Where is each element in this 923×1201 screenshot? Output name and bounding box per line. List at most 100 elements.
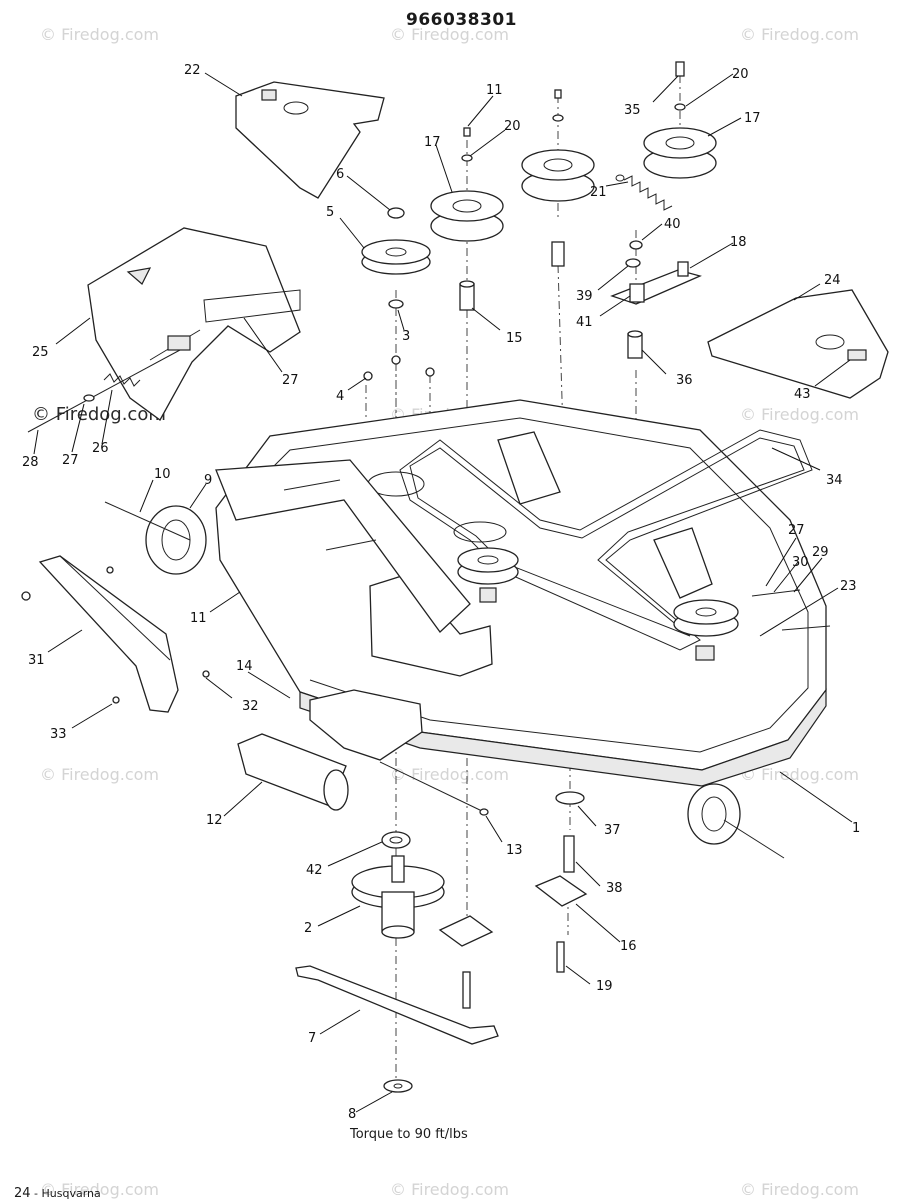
deck-center-pulley [457,547,519,603]
watermark-top-right: © Firedog.com [740,25,859,44]
callout-24: 24 [824,273,841,288]
part-number-title: 966038301 [406,10,517,30]
part-24-right-shield [707,289,889,399]
callout-32: 32 [242,699,259,714]
part-15-spacer [459,280,475,311]
callout-8: 8 [348,1107,356,1122]
callout-31: 31 [28,653,45,668]
watermark-dark: © Firedog.com [32,404,166,425]
leader-lines [33,72,853,1113]
callout-34: 34 [826,473,843,488]
part-17-idler-pulley-right [643,61,717,179]
part-18-bracket [610,240,702,305]
callout-21: 21 [590,185,607,200]
callout-3: 3 [402,329,410,344]
part-plate-center [438,915,494,1009]
watermark-bottom-left: © Firedog.com [40,1180,159,1199]
deck-belt-guards [215,431,713,677]
part-12-roller [237,733,349,811]
part-19-bolt [556,941,565,973]
callout-36: 36 [676,373,693,388]
callout-20-right: 20 [732,67,749,82]
watermark-low-left: © Firedog.com [40,765,159,784]
callout-43: 43 [794,387,811,402]
part-21-spring [615,174,673,211]
callout-1: 1 [852,821,860,836]
callout-17-right: 17 [744,111,761,126]
callout-18: 18 [730,235,747,250]
part-16-plate [534,875,588,907]
deck-right-pulley [673,599,739,661]
part-6-nut [387,207,405,219]
callout-27-rod: 27 [62,453,79,468]
part-37-washer [555,791,585,805]
callout-4: 4 [336,389,344,404]
callout-labels: 1 2 3 4 5 6 7 8 9 10 11 11 12 13 14 15 1… [22,63,860,1122]
callout-29: 29 [812,545,829,560]
callout-41: 41 [576,315,593,330]
callout-30: 30 [792,555,809,570]
small-fasteners [21,355,831,704]
part-3-nut [388,299,404,309]
part-42-bearing [381,831,411,849]
watermark-low-center: © Firedog.com [390,765,509,784]
callout-7: 7 [308,1031,316,1046]
callout-35: 35 [624,103,641,118]
watermark-top-center: © Firedog.com [390,25,509,44]
watermarks: © Firedog.com © Firedog.com © Firedog.co… [32,25,859,1199]
part-5-pulley [361,239,431,275]
watermark-top-left: © Firedog.com [40,25,159,44]
footer-brand: - Husqvarna [34,1187,101,1200]
part-7-blade [295,965,499,1045]
callout-5: 5 [326,205,334,220]
part-26-28-spring-rod [27,349,181,433]
callout-26: 26 [92,441,109,456]
callout-20-left: 20 [504,119,521,134]
callout-14: 14 [236,659,253,674]
callout-33: 33 [50,727,67,742]
callout-12: 12 [206,813,223,828]
page-footer: 24 - Husqvarna [14,1186,101,1201]
callout-16: 16 [620,939,637,954]
callout-37: 37 [604,823,621,838]
part-25-discharge-chute [87,227,301,421]
part-11-bolt-top [461,127,473,162]
watermark-mid-right: © Firedog.com [740,405,859,424]
callout-19: 19 [596,979,613,994]
callout-2: 2 [304,921,312,936]
watermark-bottom-right: © Firedog.com [740,1180,859,1199]
part-38-pin [563,835,575,873]
part-36-spacer [627,330,643,359]
part-9-wheel [104,501,207,575]
part-17-idler-pulley-left [430,190,504,242]
watermark-low-right: © Firedog.com [740,765,859,784]
callout-17-left: 17 [424,135,441,150]
callout-42: 42 [306,863,323,878]
part-31-baffle [38,555,179,713]
callout-15: 15 [506,331,523,346]
callout-11-top: 11 [486,83,503,98]
callout-27-right: 27 [788,523,805,538]
rear-wheel [687,783,785,859]
callout-10: 10 [154,467,171,482]
part-13-bolt [379,761,489,816]
torque-note: Torque to 90 ft/lbs [350,1127,468,1142]
callout-28: 28 [22,455,39,470]
part-2-spindle [351,855,445,939]
callout-27-chute: 27 [282,373,299,388]
callout-6: 6 [336,167,344,182]
callout-38: 38 [606,881,623,896]
callout-13: 13 [506,843,523,858]
part-14-front-bracket [309,689,423,761]
callout-40: 40 [664,217,681,232]
part-8-washer [383,1079,413,1093]
callout-22: 22 [184,63,201,78]
center-pulley-upper [521,89,595,267]
callout-23: 23 [840,579,857,594]
callout-25: 25 [32,345,49,360]
callout-9: 9 [204,473,212,488]
part-22-belt-shield [235,81,385,199]
callout-11-left: 11 [190,611,207,626]
